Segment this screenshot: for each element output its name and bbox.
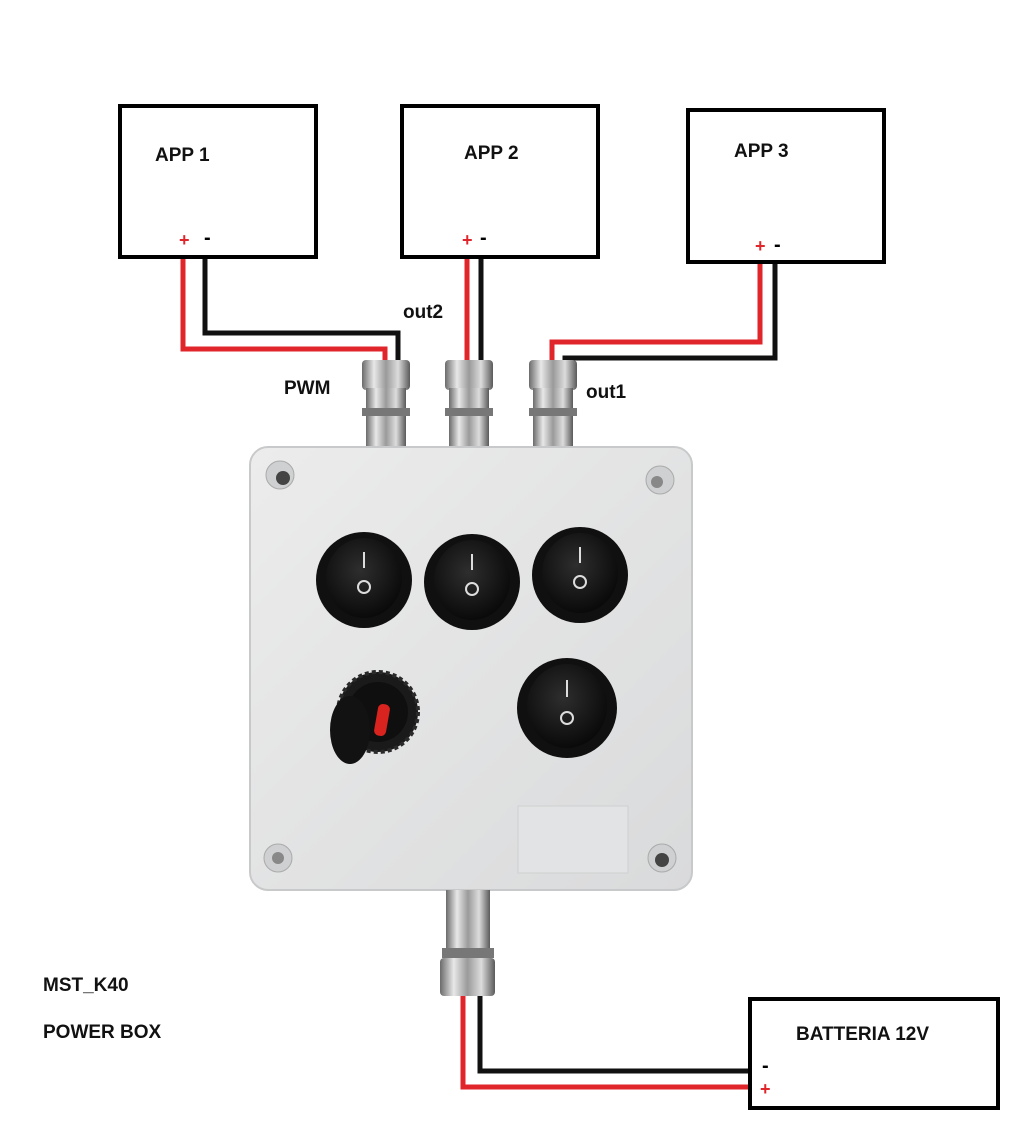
connector-label-out1: out1 [586, 382, 627, 403]
connector-pwm [362, 360, 410, 450]
rocker-switch-main [517, 658, 617, 758]
power-box-enclosure [249, 446, 693, 891]
pwm-knob [330, 670, 420, 764]
rocker-switch-3 [532, 527, 628, 623]
rocker-switch-1 [316, 532, 412, 628]
rocker-switch-2 [424, 534, 520, 630]
app3-positive-wire [549, 263, 763, 365]
app-1-label: APP 1 [155, 145, 210, 166]
connector-label-pwm: PWM [284, 378, 331, 399]
app-2-box: APP 2 + - [400, 104, 600, 259]
battery-label: BATTERIA 12V [796, 1024, 930, 1045]
app1-positive-wire [180, 258, 388, 365]
app-3-positive-terminal: + [755, 236, 766, 256]
battery-negative-terminal: - [762, 1055, 769, 1077]
app-3-negative-terminal: - [774, 234, 781, 256]
app-2-label: APP 2 [464, 143, 519, 164]
connector-out1 [529, 360, 577, 450]
battery-positive-terminal: + [760, 1079, 771, 1099]
battery-box: BATTERIA 12V - + [748, 997, 1000, 1110]
app1-negative-wire [202, 258, 401, 365]
app-3-box: APP 3 + - [686, 108, 886, 264]
battery-positive-wire [460, 990, 750, 1090]
app-1-negative-terminal: - [204, 227, 211, 249]
battery-negative-wire [477, 990, 750, 1074]
label-area [517, 805, 629, 874]
app-2-positive-terminal: + [462, 230, 473, 250]
product-name: POWER BOX [43, 1022, 162, 1043]
app-1-positive-terminal: + [179, 230, 190, 250]
connector-out2 [445, 360, 493, 450]
app-3-label: APP 3 [734, 141, 789, 162]
app-1-box: APP 1 + - [118, 104, 318, 259]
connector-label-out2: out2 [403, 302, 444, 323]
product-model: MST_K40 [43, 975, 129, 996]
app-2-negative-terminal: - [480, 227, 487, 249]
app3-negative-wire [562, 263, 778, 365]
connector-battery [440, 890, 495, 996]
